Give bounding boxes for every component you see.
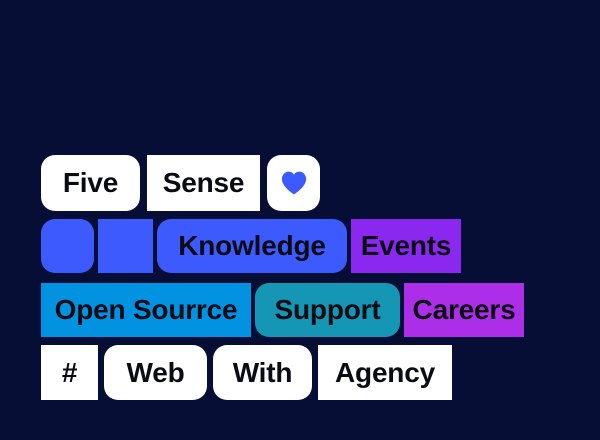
tag-careers[interactable]: Careers: [404, 283, 524, 337]
tag-knowledge[interactable]: Knowledge: [157, 219, 347, 273]
tag-with[interactable]: With: [213, 345, 312, 400]
tag-row-3: Open Sourrce Support Careers: [41, 283, 524, 337]
tag-blank-b[interactable]: [98, 219, 153, 273]
heart-icon: [281, 171, 306, 195]
tag-hash[interactable]: #: [41, 345, 98, 400]
tag-row-4: # Web With Agency: [41, 345, 452, 400]
tag-five[interactable]: Five: [41, 155, 140, 211]
tag-sense[interactable]: Sense: [147, 155, 260, 211]
tag-agency[interactable]: Agency: [318, 345, 452, 400]
tag-web[interactable]: Web: [104, 345, 207, 400]
tag-support[interactable]: Support: [255, 283, 400, 337]
tag-heart[interactable]: [267, 155, 320, 211]
tag-row-1: Five Sense: [41, 155, 320, 211]
tag-blank-a[interactable]: [41, 219, 94, 273]
tag-events[interactable]: Events: [351, 219, 461, 273]
tag-row-2: Knowledge Events: [41, 219, 461, 273]
tag-open-sourrce[interactable]: Open Sourrce: [41, 283, 251, 337]
